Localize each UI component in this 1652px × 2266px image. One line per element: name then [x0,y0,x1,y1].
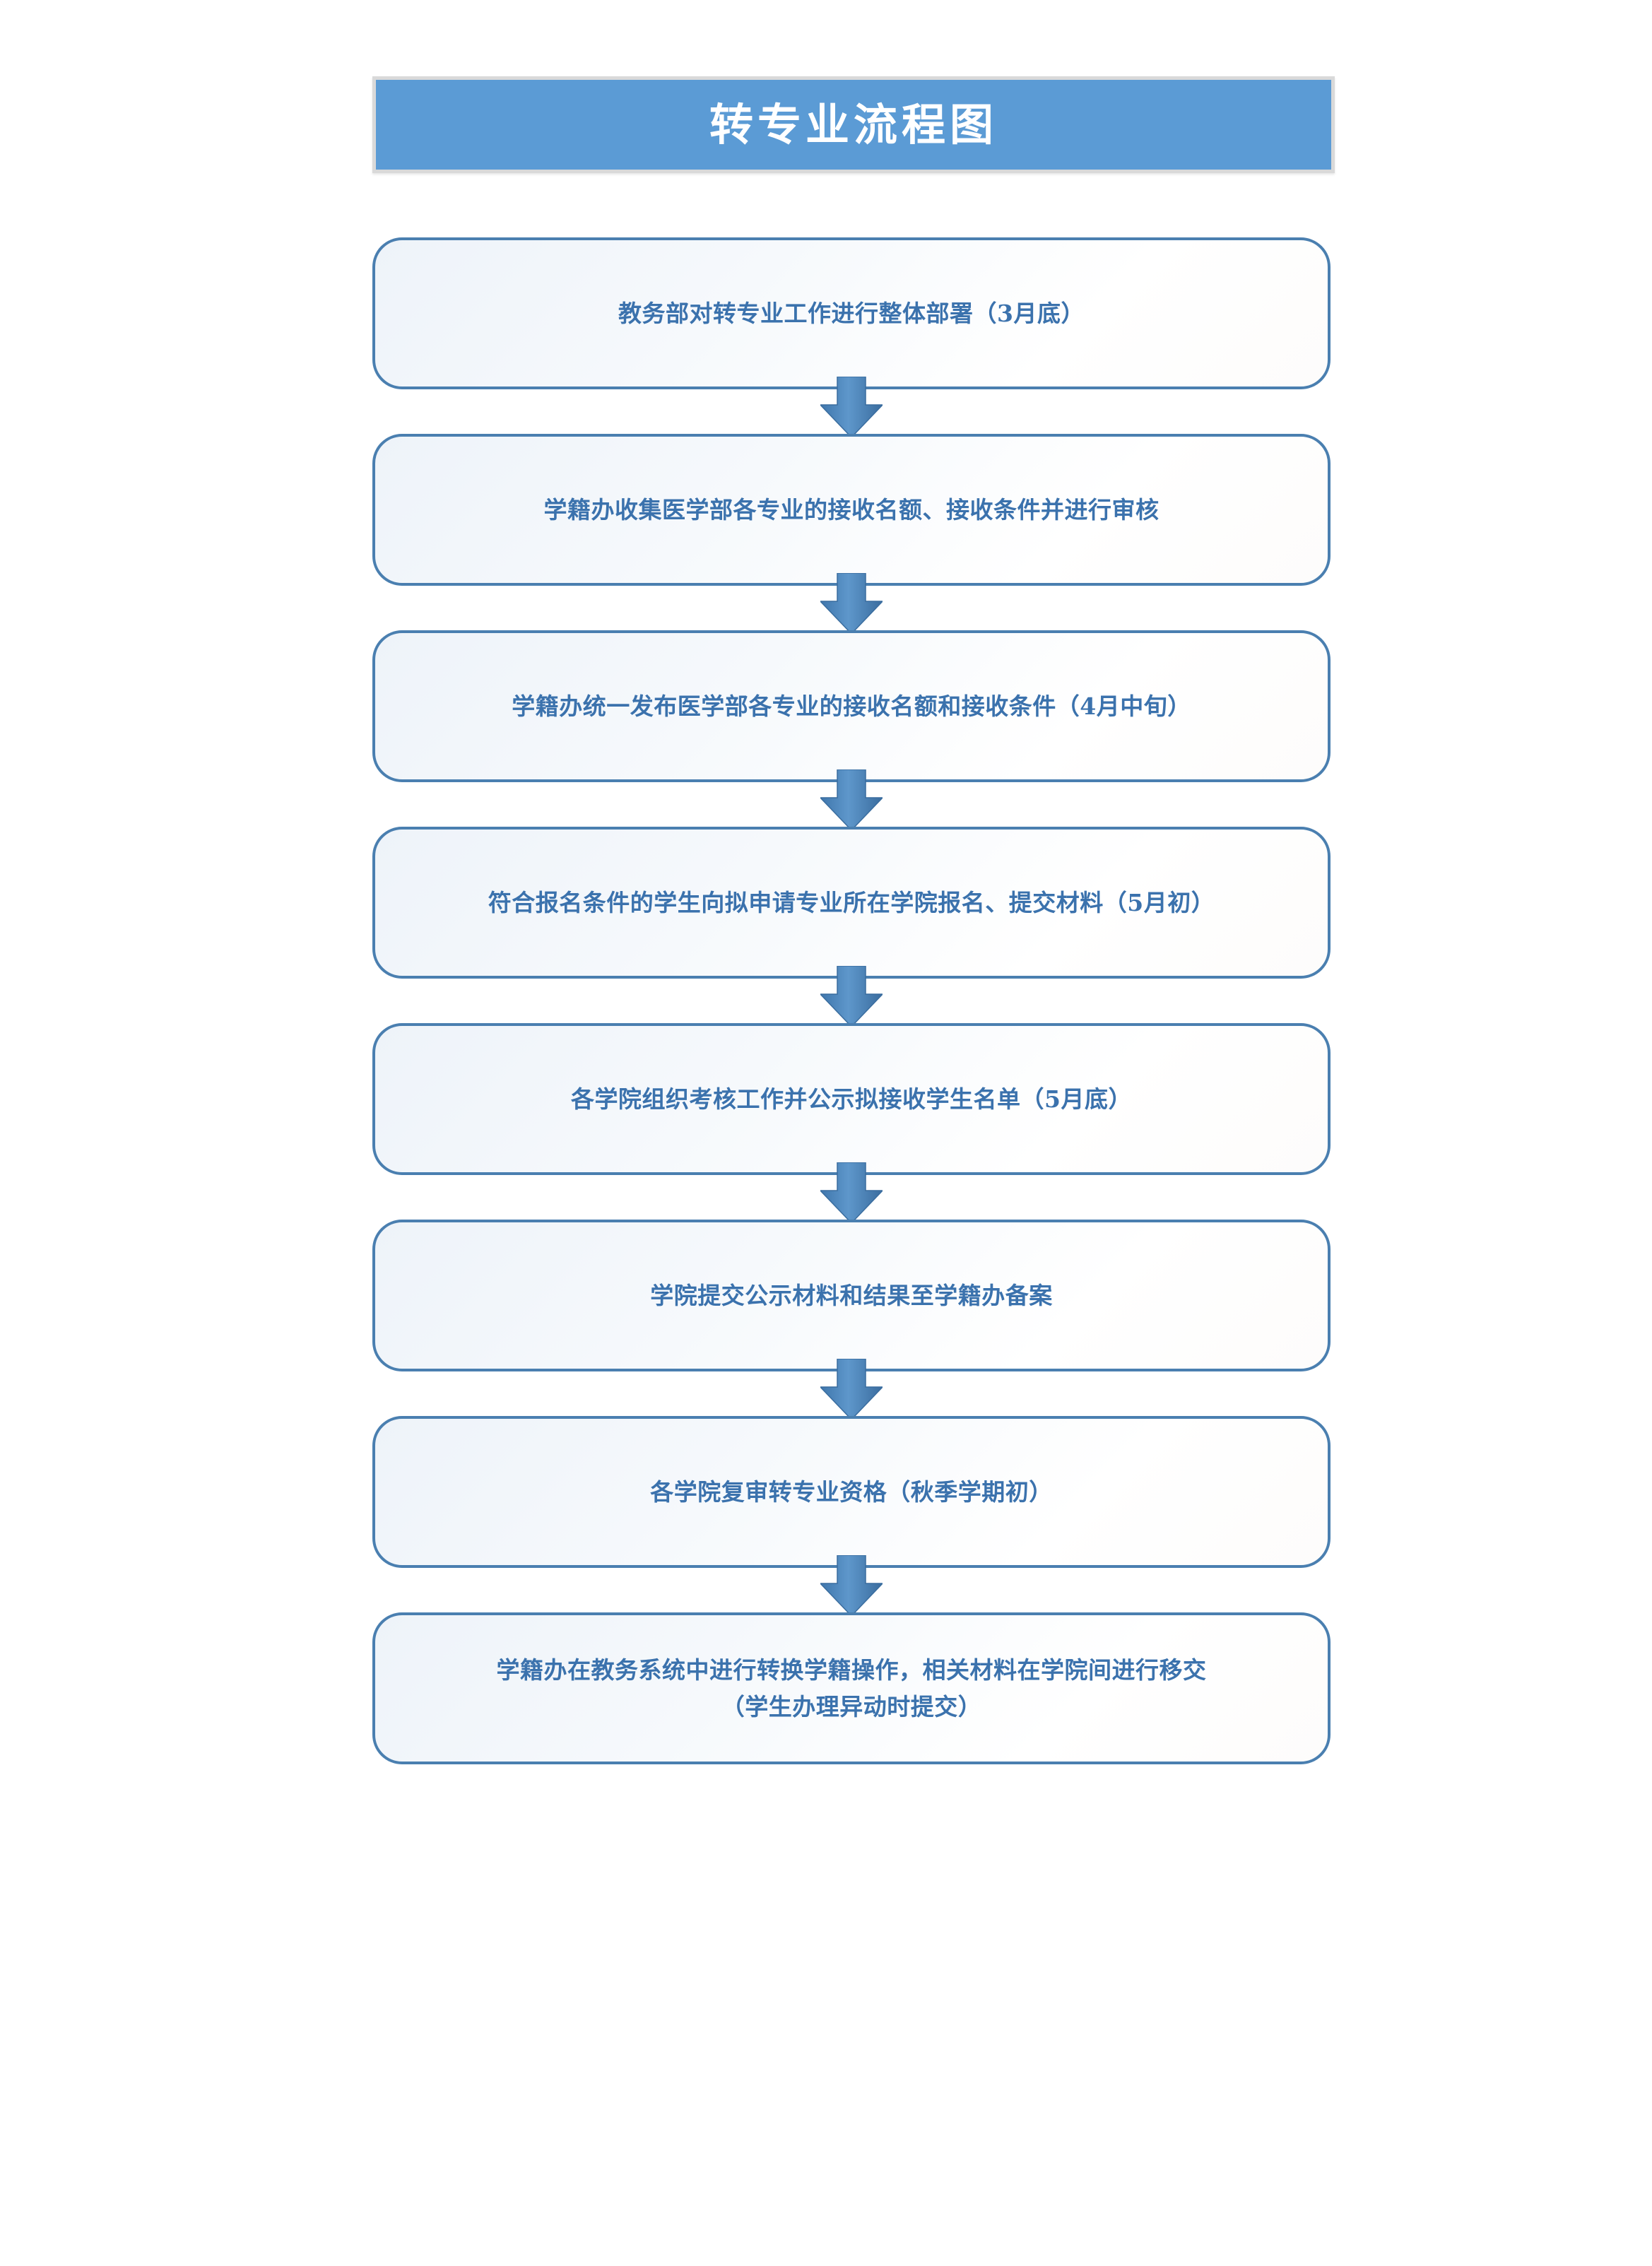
flowchart: 教务部对转专业工作进行整体部署（3月底） 学籍办收集医学部各专业的接收名额、接收… [372,237,1331,1764]
flow-node-5-label: 各学院组织考核工作并公示拟接收学生名单（5月底） [571,1085,1132,1113]
flow-node-6-label: 学院提交公示材料和结果至学籍办备案 [650,1281,1053,1309]
flow-node-8-label: 学籍办在教务系统中进行转换学籍操作，相关材料在学院间进行移交 （学生办理异动时提… [496,1656,1207,1721]
flow-node-8[interactable]: 学籍办在教务系统中进行转换学籍操作，相关材料在学院间进行移交 （学生办理异动时提… [372,1612,1331,1764]
page-title-banner: 转专业流程图 [372,76,1335,173]
down-arrow-icon [820,769,883,830]
down-arrow-icon [820,1555,883,1616]
flow-node-2[interactable]: 学籍办收集医学部各专业的接收名额、接收条件并进行审核 [372,434,1331,634]
down-arrow-icon [820,966,883,1027]
down-arrow-icon [820,573,883,634]
flow-node-4-label: 符合报名条件的学生向拟申请专业所在学院报名、提交材料（5月初） [488,888,1215,916]
down-arrow-icon [820,377,883,437]
flow-node-6[interactable]: 学院提交公示材料和结果至学籍办备案 [372,1220,1331,1420]
flow-node-3-label: 学籍办统一发布医学部各专业的接收名额和接收条件（4月中旬） [512,692,1191,720]
flow-node-5[interactable]: 各学院组织考核工作并公示拟接收学生名单（5月底） [372,1023,1331,1223]
flow-node-4[interactable]: 符合报名条件的学生向拟申请专业所在学院报名、提交材料（5月初） [372,827,1331,1027]
flow-node-7[interactable]: 各学院复审转专业资格（秋季学期初） [372,1416,1331,1616]
down-arrow-icon [820,1359,883,1420]
flow-node-1-label: 教务部对转专业工作进行整体部署（3月底） [618,299,1085,327]
page-title: 转专业流程图 [709,98,998,151]
flow-node-3[interactable]: 学籍办统一发布医学部各专业的接收名额和接收条件（4月中旬） [372,630,1331,830]
flow-node-1[interactable]: 教务部对转专业工作进行整体部署（3月底） [372,237,1331,437]
down-arrow-icon [820,1162,883,1223]
flow-node-7-label: 各学院复审转专业资格（秋季学期初） [650,1477,1053,1506]
flow-node-2-label: 学籍办收集医学部各专业的接收名额、接收条件并进行审核 [543,495,1160,524]
